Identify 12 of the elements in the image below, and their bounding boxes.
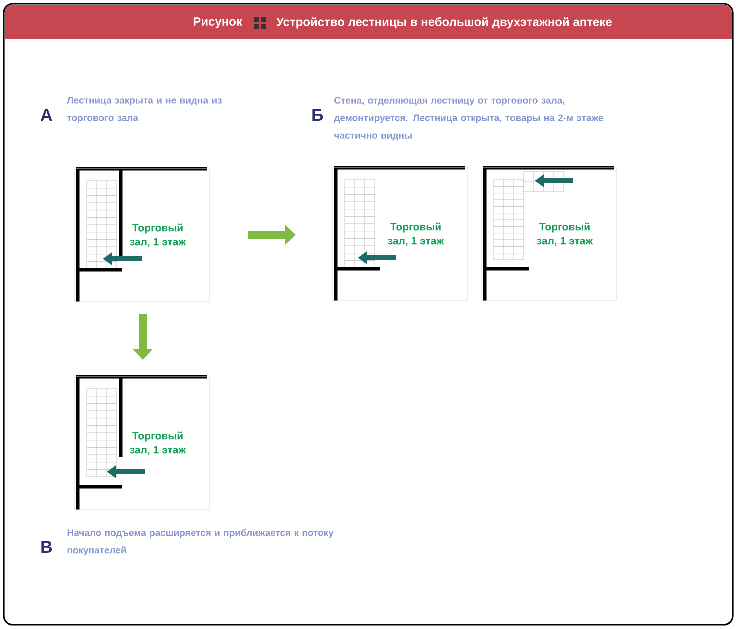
section-letter: Б [312,109,324,121]
floor-plan: Торговый зал, 1 этаж [74,376,210,510]
section-letter: В [42,541,52,553]
figure-label: Рисунок [194,18,242,28]
floor-plan: Торговый зал, 1 этаж [332,168,468,302]
caption-text: Лестница закрыта и не видна из торгового зала [67,97,222,124]
title: Устройство лестницы в небольшой двухэтажной аптеке [276,17,612,29]
floor-plan: Торговый зал, 1 этаж [482,168,618,302]
caption-text: Стена, отделяющая лестницу от торгового зала, демонтируется. Лестница открыта, товары на 2-м этаже частично видны [334,97,604,141]
caption-text: Начало подъема расширяется и приближается к потоку покупателей [68,529,334,556]
section-letter: А [40,109,52,121]
floor-plan: Торговый зал, 1 этаж [74,168,210,302]
